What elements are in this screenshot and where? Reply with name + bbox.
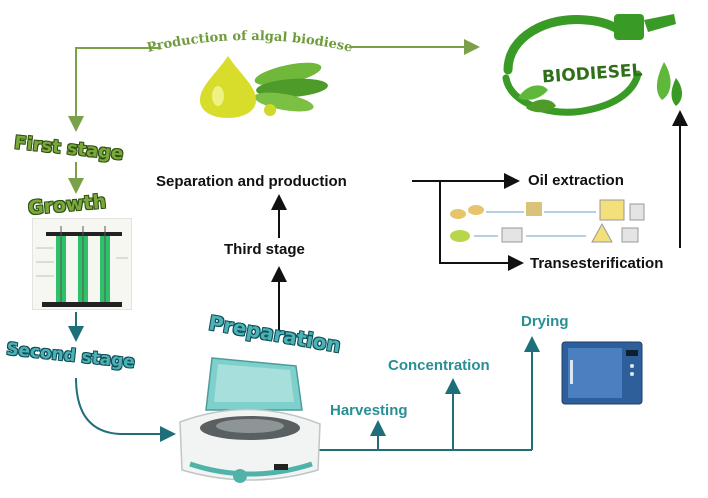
centrifuge-image <box>179 357 321 483</box>
photobioreactor-image <box>32 218 132 310</box>
oil-drop-leaves-icon <box>200 56 328 118</box>
third-stage-label: Third stage <box>224 241 305 258</box>
biodiesel-logo: BIODIESEL <box>488 8 692 118</box>
drying-oven-image <box>561 341 643 405</box>
harvesting-label: Harvesting <box>330 402 408 419</box>
process-flow-image <box>446 196 656 250</box>
arrow-second-stage-to-centrifuge <box>75 377 176 442</box>
arrow-title-to-first-stage <box>68 47 160 132</box>
transesterification-label: Transesterification <box>530 255 664 272</box>
drying-label: Drying <box>521 313 569 330</box>
separation-production-label: Separation and production <box>156 173 347 190</box>
fuel-nozzle-icon <box>502 14 682 116</box>
concentration-label: Concentration <box>388 357 490 374</box>
arrow-to-transesterification <box>439 181 524 271</box>
top-title-text: Production of algal biodiesel <box>0 0 354 56</box>
top-title-graphic: Production of algal biodiesel <box>0 0 354 56</box>
oil-extraction-label: Oil extraction <box>528 172 624 189</box>
svg-text:Production of algal biodiesel: Production of algal biodiesel <box>0 0 354 56</box>
